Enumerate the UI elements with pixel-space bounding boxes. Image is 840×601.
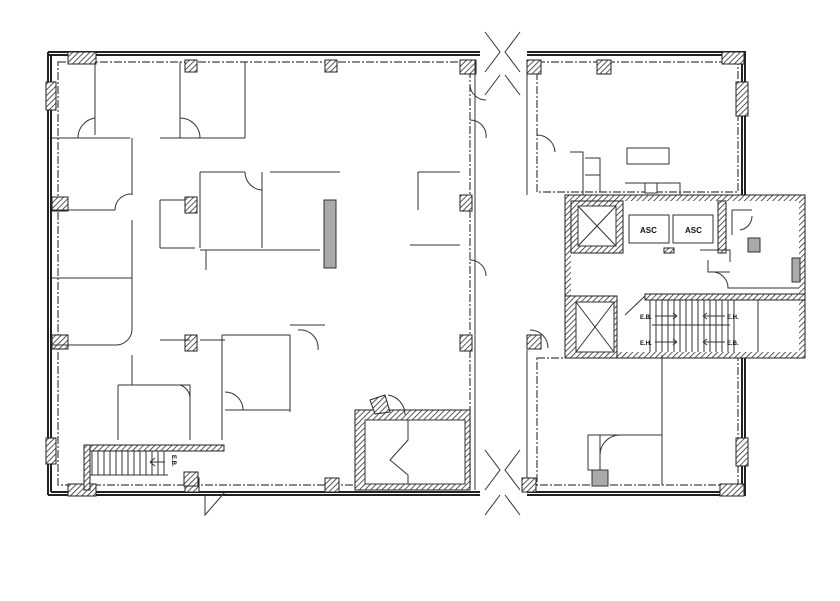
east-core: ASC ASC E.B. E.H. E.H. E.B. — [564, 194, 806, 359]
core-room — [354, 394, 471, 491]
stair-label-upper-right: E.H. — [727, 315, 739, 321]
east-upper-wing — [526, 51, 749, 195]
west-interior-partitions — [52, 62, 487, 440]
west-wing-walls — [45, 51, 480, 497]
elevator-label-1: ASC — [640, 226, 657, 235]
stair-label-lower-left: E.H. — [640, 341, 652, 347]
elevator-label-2: ASC — [685, 226, 702, 235]
west-stair-label: E.B. — [170, 455, 176, 467]
stair-label-upper-left: E.B. — [640, 315, 652, 321]
east-lower-wing — [521, 329, 749, 497]
entrance-doors — [474, 31, 528, 516]
stair-label-lower-right: E.B. — [727, 341, 739, 347]
west-stair: E.B. — [83, 444, 226, 517]
